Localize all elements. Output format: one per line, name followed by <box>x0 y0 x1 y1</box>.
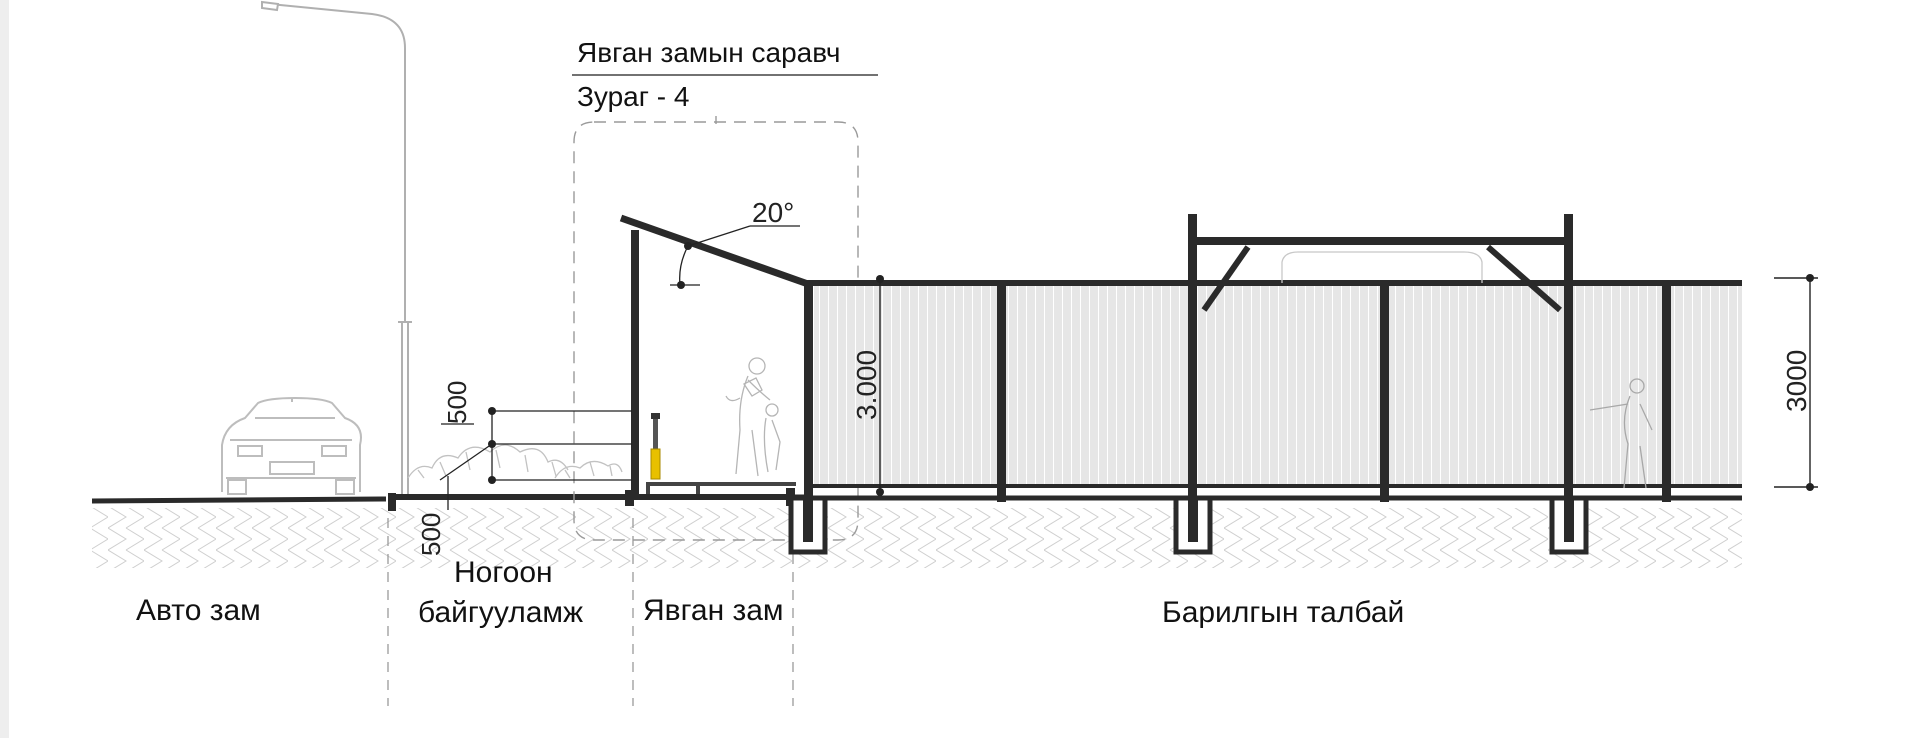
lower-dim-label: 500 <box>416 513 446 556</box>
dim-point-top <box>876 275 884 283</box>
zone-label-green-2: байгууламж <box>418 596 583 629</box>
bollard <box>650 413 661 480</box>
drawing-subtitle: Зураг - 4 <box>577 81 689 112</box>
zone-label-green-1: Ногоон <box>454 556 553 589</box>
left-margin-strip <box>0 0 9 738</box>
curb-dim-point-2 <box>488 440 496 448</box>
car-icon <box>221 396 362 495</box>
street-lamp <box>261 0 412 495</box>
fence-height-label: 3.000 <box>851 350 882 420</box>
drawing-title: Явган замын саравч <box>577 37 840 68</box>
angle-label: 20° <box>752 197 794 228</box>
right-height-label: 3000 <box>1781 350 1812 412</box>
worker-figure <box>1589 378 1653 489</box>
curb-dim-point-1 <box>488 407 496 415</box>
dim-point-bottom <box>876 488 884 496</box>
upper-dim-label: 500 <box>442 381 472 424</box>
right-dim-point-top <box>1806 274 1814 282</box>
angle-point-bottom <box>677 281 685 289</box>
bus-shelter <box>619 214 810 496</box>
zone-label-sidewalk: Явган зам <box>643 594 784 627</box>
construction-fence <box>788 214 1742 555</box>
ground-hatch <box>92 508 1742 568</box>
detail-callout-box <box>573 121 859 541</box>
zone-dividers <box>387 518 794 706</box>
zone-label-construction: Барилгын талбай <box>1162 596 1404 629</box>
curb-dim-point-3 <box>488 476 496 484</box>
zone-label-road: Авто зам <box>136 594 261 627</box>
curb-dimensions <box>439 410 632 510</box>
right-dim-point-bottom <box>1806 483 1814 491</box>
pedestrian-figures <box>725 357 781 477</box>
shrubs <box>407 444 623 479</box>
angle-point-top <box>684 242 692 250</box>
ground-surface <box>91 488 808 511</box>
